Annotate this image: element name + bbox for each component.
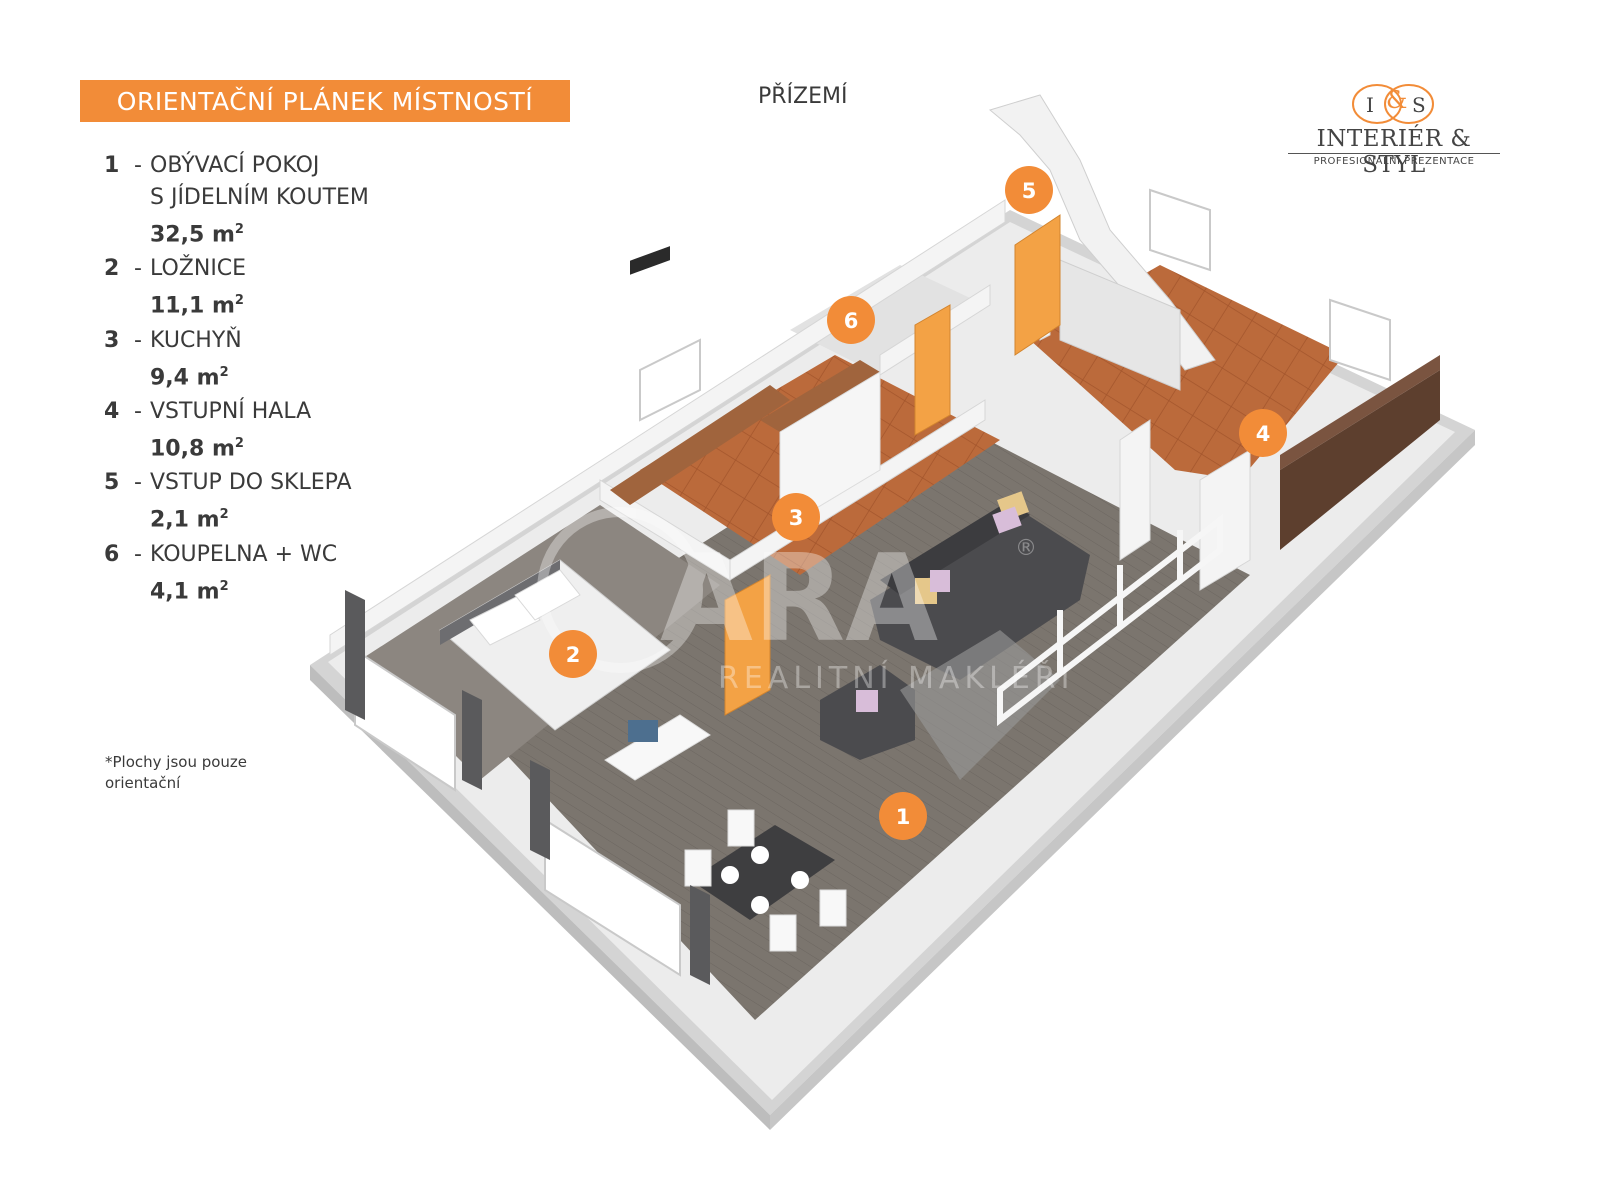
- legend-dash: -: [134, 327, 142, 353]
- badge-label: 6: [844, 309, 859, 333]
- room-badge-2: 2: [549, 630, 597, 678]
- area-value: 4,1: [150, 578, 189, 604]
- room-legend: 1 - OBÝVACÍ POKOJ S JÍDELNÍM KOUTEM 32,5…: [104, 150, 464, 610]
- legend-dash: -: [134, 541, 142, 567]
- badge-label: 4: [1256, 422, 1271, 446]
- monogram-left: I: [1366, 93, 1374, 117]
- legend-room-name-line2: S JÍDELNÍM KOUTEM: [150, 185, 369, 210]
- wardrobe: [1280, 370, 1440, 550]
- desk: [604, 714, 711, 781]
- legend-room-name: OBÝVACÍ POKOJ: [150, 153, 320, 178]
- legend-dash: -: [134, 256, 142, 282]
- area-value: 2,1: [150, 507, 189, 533]
- windows: [354, 188, 1391, 977]
- area-value: 11,1: [150, 293, 205, 319]
- legend-room-name: LOŽNICE: [150, 256, 247, 282]
- area-value: 32,5: [150, 222, 205, 248]
- legend-dash: -: [134, 153, 142, 178]
- legend-item-2: 2 - LOŽNICE 11,1 m2: [104, 253, 464, 322]
- area-unit-sup: 2: [219, 578, 229, 594]
- legend-item-4: 4 - VSTUPNÍ HALA 10,8 m2: [104, 396, 464, 465]
- staircase: [988, 94, 1216, 391]
- legend-number: 5: [104, 470, 120, 496]
- legend-area: 9,4 m2: [104, 357, 464, 394]
- watermark-subtitle: REALITNÍ MAKLÉŘI: [718, 660, 1074, 696]
- area-value: 9,4: [150, 364, 189, 390]
- floor-label: PŘÍZEMÍ: [758, 84, 848, 109]
- area-unit: m: [211, 436, 235, 462]
- curtains: [345, 590, 710, 985]
- badge-label: 3: [789, 506, 804, 530]
- legend-number: 4: [104, 398, 120, 424]
- ara-watermark: ARA ® REALITNÍ MAKLÉŘI: [537, 507, 1074, 696]
- logo-name: INTERIÉR & STYL: [1316, 126, 1472, 178]
- logo-monogram-icon: I & S: [1352, 84, 1434, 124]
- area-unit-sup: 2: [234, 222, 244, 237]
- area-unit-sup: 2: [234, 435, 244, 451]
- rug: [900, 630, 1060, 780]
- badge-label: 1: [896, 805, 911, 829]
- room-badge-1: 1: [879, 792, 927, 840]
- area-disclaimer: *Plochy jsou pouze orientační: [105, 753, 248, 792]
- legend-dash: -: [134, 398, 142, 424]
- dining-table: [684, 809, 847, 952]
- area-unit: m: [196, 364, 220, 390]
- monogram-amp: &: [1386, 86, 1407, 114]
- legend-number: 6: [104, 541, 120, 567]
- area-unit: m: [196, 578, 220, 604]
- room-badge-4: 4: [1239, 409, 1287, 457]
- legend-area: 4,1 m2: [104, 571, 464, 608]
- area-unit: m: [196, 507, 220, 533]
- watermark-registered: ®: [1015, 536, 1037, 561]
- legend-item-5: 5 - VSTUP DO SKLEPA 2,1 m2: [104, 467, 464, 536]
- plan-title: ORIENTAČNÍ PLÁNEK MÍSTNOSTÍ: [80, 80, 570, 122]
- area-unit-sup: 2: [234, 293, 244, 309]
- kitchen-counter: [610, 246, 881, 531]
- doors: [724, 214, 1061, 716]
- logo-tagline: PROFESIONÁLNÍ PREZENTACE: [1313, 156, 1475, 167]
- bathroom-floor: [790, 265, 985, 375]
- area-unit-sup: 2: [219, 507, 229, 523]
- badge-label: 2: [566, 643, 581, 667]
- badge-label: 5: [1022, 179, 1037, 203]
- area-unit-sup: 2: [219, 364, 229, 380]
- corner-sofa: [870, 491, 1090, 680]
- legend-room-name: KOUPELNA + WC: [150, 541, 338, 567]
- legend-area: 10,8 m2: [104, 428, 464, 465]
- room-badge-6: 6: [827, 296, 875, 344]
- legend-number: 1: [104, 153, 120, 178]
- legend-dash: -: [134, 470, 142, 496]
- legend-room-name: VSTUPNÍ HALA: [150, 398, 312, 424]
- interier-styl-logo: I & S INTERIÉR & STYL PROFESIONÁLNÍ PREZ…: [1284, 82, 1504, 182]
- legend-area: 11,1 m2: [104, 285, 464, 322]
- logo-divider: [1288, 153, 1500, 154]
- watermark-brand: ARA: [660, 530, 938, 669]
- monogram-right: S: [1412, 93, 1426, 117]
- legend-room-name: VSTUP DO SKLEPA: [150, 470, 352, 496]
- legend-number: 2: [104, 256, 120, 282]
- shelf-unit: [997, 513, 1223, 727]
- legend-item-3: 3 - KUCHYŇ 9,4 m2: [104, 325, 464, 394]
- room-badge-3: 3: [772, 493, 820, 541]
- legend-area: 2,1 m2: [104, 499, 464, 536]
- area-unit: m: [211, 293, 235, 319]
- area-unit: m: [211, 222, 235, 248]
- armchair: [820, 665, 915, 760]
- legend-item-1: 1 - OBÝVACÍ POKOJ S JÍDELNÍM KOUTEM 32,5…: [104, 150, 464, 251]
- legend-area: 32,5 m2: [104, 214, 464, 251]
- legend-item-6: 6 - KOUPELNA + WC 4,1 m2: [104, 539, 464, 608]
- room-badge-5: 5: [1005, 166, 1053, 214]
- legend-number: 3: [104, 327, 120, 353]
- legend-room-name: KUCHYŇ: [150, 327, 242, 353]
- area-value: 10,8: [150, 436, 205, 462]
